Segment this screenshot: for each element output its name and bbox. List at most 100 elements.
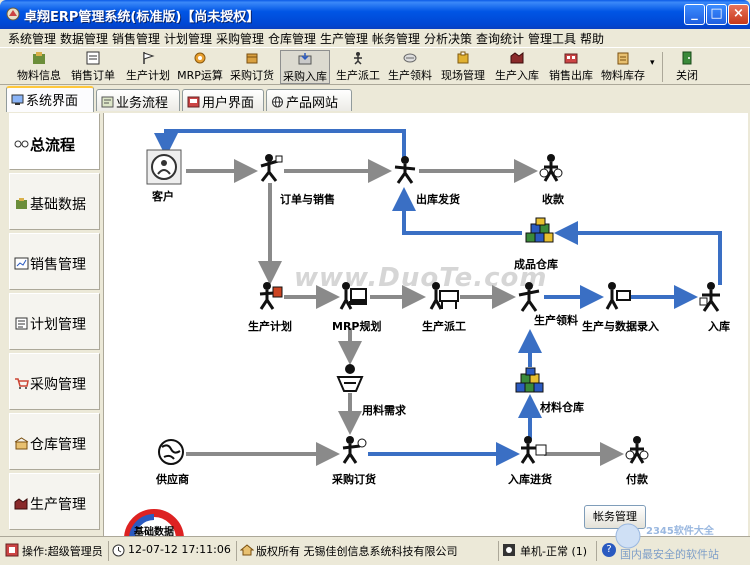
label-material-demand: 用料需求 — [362, 404, 406, 417]
receipt-money-bag-icon[interactable] — [536, 153, 566, 183]
onsite-box-icon — [457, 51, 469, 64]
purchase-cart-icon — [15, 378, 29, 389]
status-datetime: 12-07-12 17:11:06 — [128, 543, 231, 556]
label-production-entry: 生产与数据录入 — [582, 320, 659, 333]
supplier-globe-icon[interactable] — [156, 437, 186, 467]
sales-person-icon[interactable] — [256, 153, 284, 183]
production-plan-worker-icon[interactable] — [256, 281, 284, 311]
toolbar-overflow-arrow[interactable]: ▾ — [650, 58, 655, 68]
stock-in-worker-icon[interactable] — [516, 435, 548, 465]
close-button[interactable]: × — [728, 4, 749, 25]
shipping-person-icon[interactable] — [390, 155, 420, 185]
menu-system[interactable]: 系统管理 — [8, 32, 57, 46]
tool-close[interactable]: 关闭 — [670, 50, 704, 84]
menu-tools[interactable]: 管理工具 — [528, 32, 577, 46]
menu-accounts[interactable]: 帐务管理 — [372, 32, 421, 46]
tool-material-info[interactable]: 物料信息 — [14, 50, 64, 84]
status-separator — [498, 541, 499, 561]
tool-purchase-in[interactable]: 采购入库 — [280, 50, 330, 84]
mrp-computer-icon[interactable] — [336, 281, 368, 311]
menu-analysis[interactable]: 分析决策 — [424, 32, 473, 46]
svg-text:2345软件大全: 2345软件大全 — [646, 524, 715, 537]
tool-material-pick[interactable]: 生产领料 — [386, 50, 434, 84]
toolbar-separator — [662, 52, 663, 82]
tool-sales-order[interactable]: 销售订单 — [68, 50, 118, 84]
tool-material-stock[interactable]: 物料库存 — [598, 50, 648, 84]
label-receipt: 收款 — [542, 193, 564, 206]
tool-production-in[interactable]: 生产入库 — [492, 50, 542, 84]
tool-dispatch[interactable]: 生产派工 — [334, 50, 382, 84]
warehouse-in-worker-icon[interactable] — [696, 281, 726, 313]
purchase-box-icon — [246, 53, 258, 64]
label-shipping: 出库发货 — [416, 193, 460, 206]
tool-sales-out[interactable]: 销售出库 — [546, 50, 596, 84]
toolbar: 物料信息 销售订单 生产计划 MRP运算 采购订货 采购入库 生产派工 生产领料… — [0, 47, 750, 85]
order-sheet-icon — [86, 51, 100, 65]
menu-help[interactable]: 帮助 — [580, 32, 605, 46]
system-screen-icon — [11, 94, 24, 105]
dispatch-desk-icon[interactable] — [426, 281, 460, 311]
menu-purchase[interactable]: 采购管理 — [216, 32, 265, 46]
basic-data-icon — [16, 198, 27, 209]
nav-plan-management[interactable]: 计划管理 — [9, 293, 100, 350]
production-factory-icon — [14, 498, 28, 510]
nav-warehouse-management[interactable]: 仓库管理 — [9, 413, 100, 470]
label-warehouse-in: 入库 — [708, 320, 730, 333]
material-warehouse-blocks-icon[interactable] — [514, 367, 544, 399]
data-entry-worker-icon[interactable] — [602, 281, 632, 311]
purchase-in-icon — [298, 53, 312, 65]
tool-mrp[interactable]: MRP运算 — [176, 50, 224, 84]
nav-production-management[interactable]: 生产管理 — [9, 473, 100, 530]
label-purchase: 采购订货 — [332, 473, 376, 486]
finished-warehouse-blocks-icon[interactable] — [524, 217, 554, 249]
tab-system[interactable]: 系统界面 — [6, 86, 94, 112]
menu-production[interactable]: 生产管理 — [320, 32, 369, 46]
customer-icon[interactable] — [146, 149, 182, 185]
tab-business-flow[interactable]: 业务流程 — [96, 89, 180, 111]
brand-logo: 2345软件大全 国内最安全的软件站 — [615, 523, 719, 561]
maximize-button[interactable]: □ — [706, 4, 727, 25]
material-pick-icon — [403, 53, 417, 63]
production-in-icon — [510, 52, 524, 64]
accounts-button[interactable]: 帐务管理 — [584, 505, 646, 529]
tool-onsite[interactable]: 现场管理 — [438, 50, 488, 84]
material-pick-worker-icon[interactable] — [514, 281, 544, 313]
status-mode: 单机-正常 (1) — [520, 545, 588, 558]
label-production-plan: 生产计划 — [248, 320, 292, 333]
app-icon — [6, 7, 20, 21]
menu-sales[interactable]: 销售管理 — [112, 32, 161, 46]
label-basic-data-badge: 基础数据 — [134, 527, 174, 536]
flow-arrows — [154, 129, 722, 466]
tool-production-plan[interactable]: 生产计划 — [122, 50, 174, 84]
status-separator — [236, 541, 237, 561]
menu-warehouse[interactable]: 仓库管理 — [268, 32, 317, 46]
purchase-worker-icon[interactable] — [338, 435, 370, 465]
label-customer: 客户 — [152, 190, 174, 203]
tab-user-interface[interactable]: 用户界面 — [182, 89, 264, 111]
payment-money-bag-icon[interactable] — [622, 435, 652, 465]
material-demand-icon[interactable] — [334, 363, 366, 393]
window-title: 卓翔ERP管理系统(标准版)【尚未授权】 — [24, 10, 260, 25]
help-icon[interactable]: ? — [602, 543, 616, 557]
status-separator — [108, 541, 109, 561]
flow-chart-icon — [101, 96, 114, 108]
tab-product-website[interactable]: 产品网站 — [266, 89, 352, 111]
label-finished-warehouse: 成品仓库 — [514, 258, 558, 271]
operator-icon — [5, 543, 19, 557]
status-separator — [596, 541, 597, 561]
left-nav: 总流程 基础数据 销售管理 计划管理 采购管理 仓库管理 生产管理 — [6, 113, 102, 533]
nav-purchase-management[interactable]: 采购管理 — [9, 353, 100, 410]
nav-sales-management[interactable]: 销售管理 — [9, 233, 100, 290]
label-material-warehouse: 材料仓库 — [540, 401, 584, 414]
clock-icon — [112, 544, 125, 557]
basic-data-cycle-icon[interactable] — [122, 495, 186, 536]
tool-purchase-order[interactable]: 采购订货 — [228, 50, 276, 84]
menu-data[interactable]: 数据管理 — [60, 32, 109, 46]
menu-plan[interactable]: 计划管理 — [164, 32, 213, 46]
nav-overall-flow[interactable]: 总流程 — [9, 113, 100, 170]
nav-basic-data[interactable]: 基础数据 — [9, 173, 100, 230]
menu-query[interactable]: 查询统计 — [476, 32, 525, 46]
label-dispatch: 生产派工 — [422, 320, 466, 333]
overall-flow-icon — [14, 140, 29, 148]
minimize-button[interactable]: _ — [684, 4, 705, 25]
